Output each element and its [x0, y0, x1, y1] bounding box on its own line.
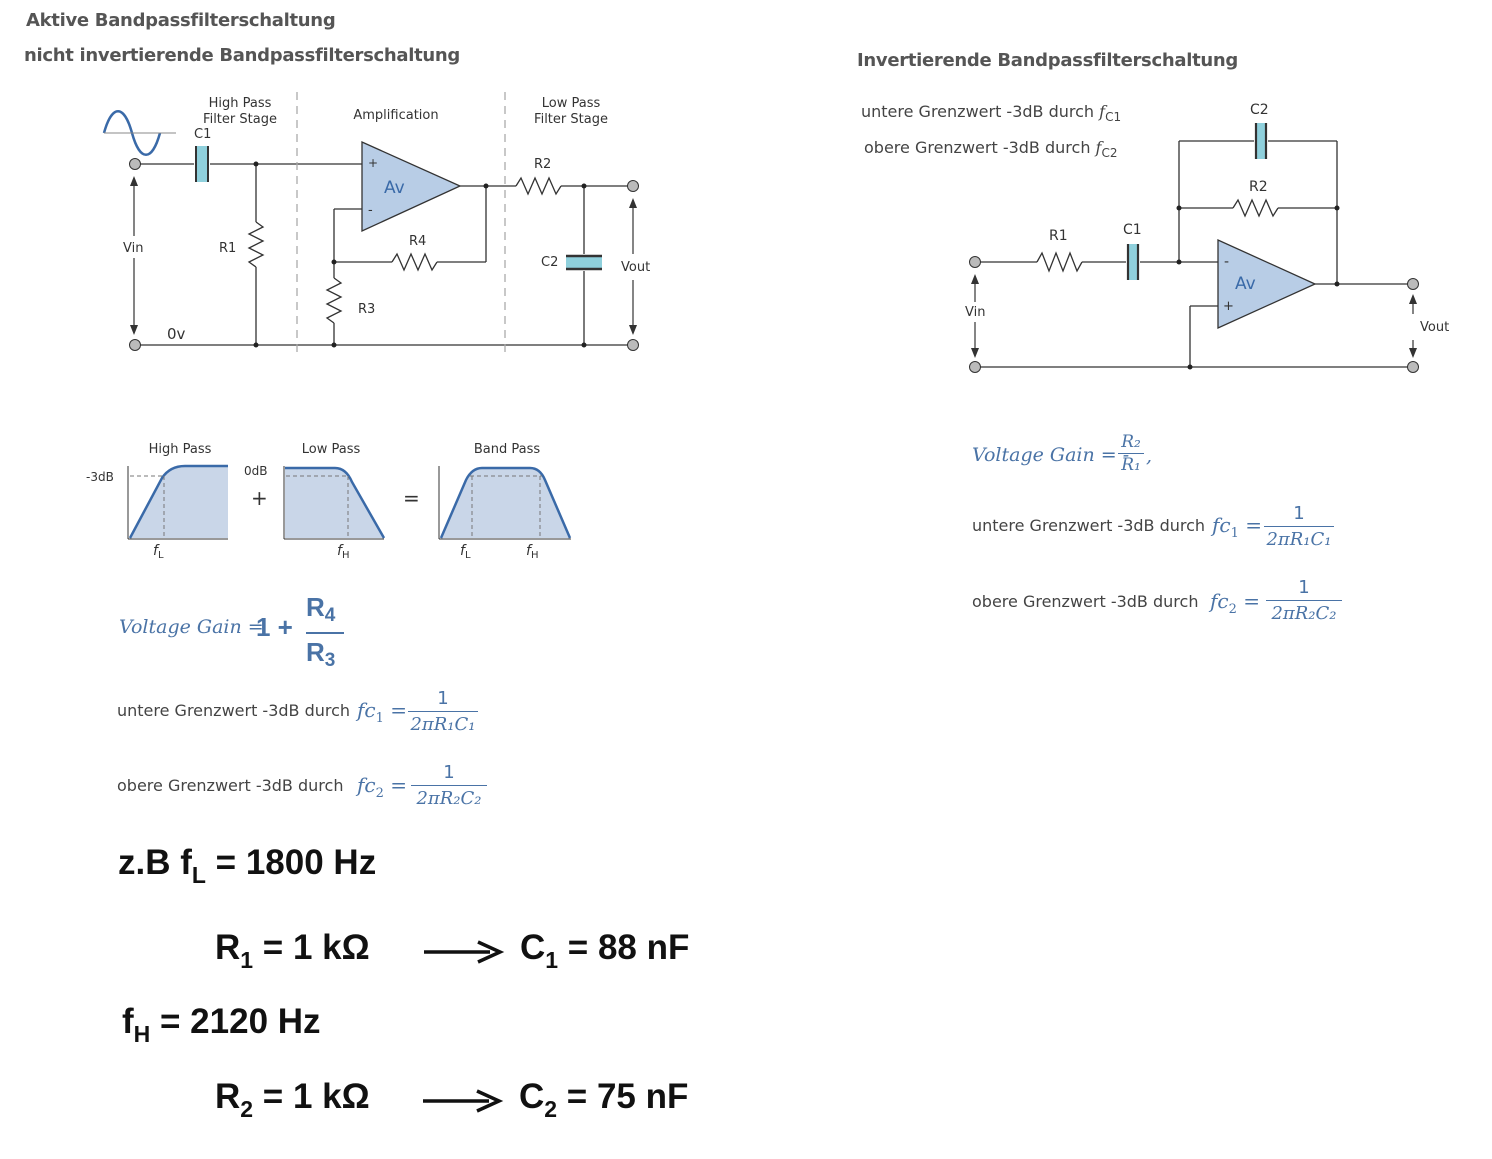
main-title: Aktive Bandpassfilterschaltung: [26, 10, 336, 31]
capacitor-c1-icon: [1128, 244, 1138, 280]
noninv-upper-text: obere Grenzwert -3dB durch: [117, 776, 344, 795]
fl-label-hp: fL: [153, 543, 164, 561]
capacitor-c1-icon: [196, 146, 208, 182]
minus3db-label: -3dB: [86, 470, 114, 484]
equals-sign: =: [403, 486, 420, 510]
label-vin: Vin: [123, 241, 143, 256]
inv-label-minus: -: [1224, 254, 1229, 270]
arrow-right-icon: [423, 1089, 504, 1113]
noninv-fc2: fc2 =: [357, 773, 408, 801]
example-r1: R1 = 1 kΩ: [215, 928, 370, 973]
noninv-gain-one: 1 +: [256, 612, 293, 642]
inv-lower-line: untere Grenzwert -3dB durch fC1: [861, 102, 1122, 125]
label-amp-stage: Amplification: [353, 108, 438, 123]
opamp-icon: [361, 140, 462, 233]
label-r3: R3: [358, 302, 375, 317]
label-r2: R2: [534, 157, 551, 172]
label-r4: R4: [409, 234, 426, 249]
lp-curve: [285, 468, 384, 538]
label-av: Av: [384, 178, 405, 198]
inv-label-vout: Vout: [1420, 320, 1449, 335]
noninv-lower-text: untere Grenzwert -3dB durch: [117, 701, 351, 720]
example-c2: C2 = 75 nF: [519, 1077, 689, 1122]
noninv-gain-fraction: R4 R3: [306, 592, 346, 676]
inv-label-r2: R2: [1249, 179, 1268, 195]
hp-curve: [130, 466, 228, 538]
label-plus: +: [368, 156, 378, 170]
example-r2: R2 = 1 kΩ: [215, 1077, 370, 1122]
fh-label-lp: fH: [337, 543, 349, 561]
noninv-fc1: fc1 =: [357, 698, 408, 726]
plus-sign: +: [251, 486, 268, 510]
capacitor-c2-icon: [566, 256, 602, 269]
label-minus: -: [368, 203, 373, 218]
inv-label-vin: Vin: [965, 305, 985, 320]
lp-curve-label: Low Pass: [302, 442, 361, 457]
hp-curve-label: High Pass: [149, 442, 212, 457]
label-c2: C2: [541, 255, 558, 270]
fh-label-bp: fH: [526, 543, 538, 561]
inv-upper-line: obere Grenzwert -3dB durch fC2: [864, 138, 1118, 161]
inv-f-upper-text: obere Grenzwert -3dB durch: [972, 592, 1199, 611]
inv-gain-comma: ,: [1146, 445, 1153, 467]
fl-label-bp: fL: [460, 543, 471, 561]
label-0v: 0v: [167, 325, 186, 343]
inv-title: Invertierende Bandpassfilterschaltung: [857, 50, 1238, 71]
example-fh: fH = 2120 Hz: [122, 1002, 321, 1047]
label-hp-stage-1: High Pass: [209, 96, 272, 111]
label-c1: C1: [194, 127, 211, 142]
opamp-icon: [1217, 238, 1317, 330]
label-lp-stage-2: Filter Stage: [534, 112, 608, 127]
zerodb-label: 0dB: [244, 464, 267, 478]
example-c1: C1 = 88 nF: [520, 928, 690, 973]
noninv-circuit: High Pass Filter Stage Amplification Low…: [102, 92, 650, 356]
label-hp-stage-2: Filter Stage: [203, 112, 277, 127]
inv-label-c1: C1: [1123, 222, 1142, 238]
inv-label-r1: R1: [1049, 228, 1068, 244]
inv-fc2: fc2 =: [1210, 589, 1261, 617]
label-lp-stage-1: Low Pass: [542, 96, 601, 111]
bp-curve-label: Band Pass: [474, 442, 541, 457]
capacitor-c2-icon: [1256, 123, 1266, 159]
label-vout: Vout: [621, 260, 650, 275]
inv-fc1: fc1 =: [1212, 513, 1263, 541]
response-curves: High Pass Low Pass Band Pass -3dB 0dB + …: [86, 442, 572, 561]
inv-f-lower-text: untere Grenzwert -3dB durch: [972, 516, 1206, 535]
inv-circuit: C2 R2 R1 C1 Vin Vout - + Av: [965, 102, 1449, 373]
inv-label-plus: +: [1223, 299, 1234, 314]
noninv-title: nicht invertierende Bandpassfilterschalt…: [24, 45, 461, 66]
arrow-right-icon: [424, 940, 505, 964]
inv-label-av: Av: [1235, 274, 1256, 294]
inv-label-c2: C2: [1250, 102, 1269, 118]
inv-gain-label: Voltage Gain = -: [972, 444, 1130, 466]
example-fl: z.B fL = 1800 Hz: [118, 843, 377, 888]
bp-curve: [441, 468, 570, 538]
label-r1: R1: [219, 241, 236, 256]
noninv-gain-label: Voltage Gain =: [119, 616, 264, 638]
